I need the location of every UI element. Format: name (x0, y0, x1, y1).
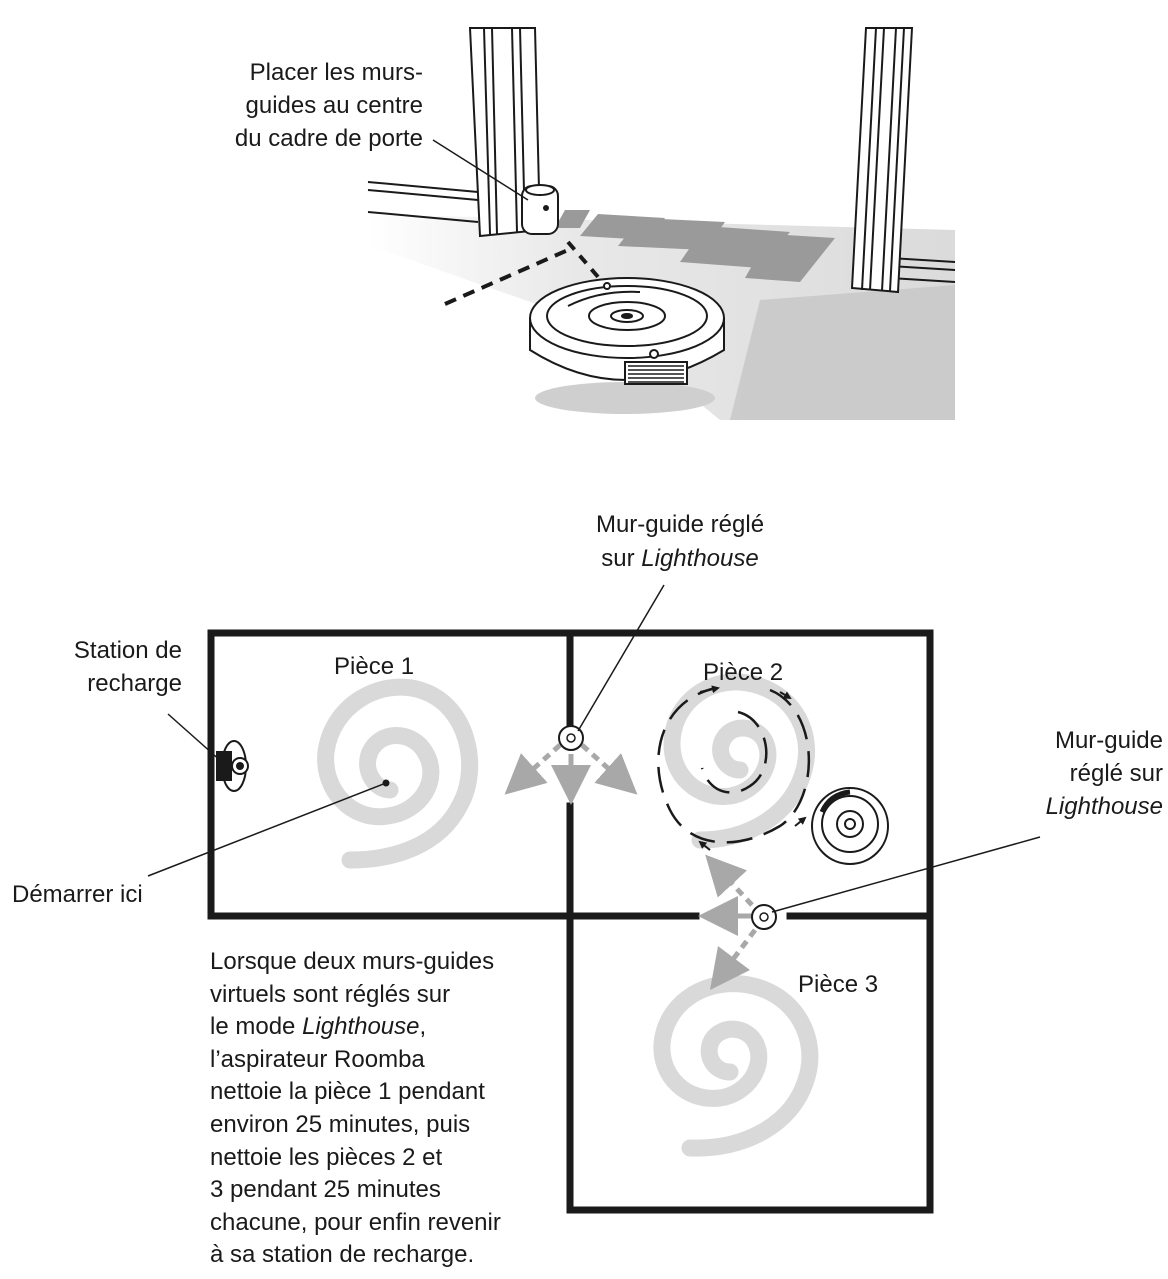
door-jamb-right (850, 27, 914, 294)
door-callout: Placer les murs- guides au centre du cad… (160, 56, 423, 155)
desc-line-6: environ 25 minutes, puis (210, 1110, 471, 1138)
arrow-left-room1 (504, 743, 562, 795)
roomba-robot-icon (529, 277, 725, 414)
desc-line-7: nettoie les pièces 2 et (210, 1143, 443, 1171)
guide-top-line-1: Mur-guide réglé (595, 511, 765, 538)
spiral-room3 (653, 975, 819, 1157)
room1-label: Pièce 1 (334, 653, 415, 680)
door-callout-line-2: guides au centre (245, 92, 423, 119)
station-label: Station de recharge (20, 634, 182, 700)
desc-line-10: à sa station de recharge. (210, 1241, 475, 1269)
leader-station (167, 713, 223, 763)
desc-line-3-mode: Lighthouse (302, 1013, 420, 1041)
arrow-up-to-room2 (705, 854, 754, 907)
floor-shading-right (730, 285, 955, 420)
guide-right-mode: Lighthouse (1045, 793, 1163, 820)
arrow-right-room2 (580, 743, 638, 795)
guide-right-line-2: réglé sur (1069, 760, 1163, 787)
guide-right-line-1: Mur-guide (1054, 727, 1163, 754)
room1-walls (207, 629, 574, 920)
lighthouse-wall-1-icon (558, 725, 584, 751)
guide-right-label: Mur-guide réglé sur Lighthouse (960, 724, 1163, 823)
guide-top-label: Mur-guide réglé sur Lighthouse (560, 508, 800, 576)
desc-line-8: 3 pendant 25 minutes (210, 1176, 441, 1204)
station-label-line-2: recharge (87, 670, 182, 697)
virtual-wall-device-icon (521, 184, 559, 235)
desc-line-4: l’aspirateur Roomba (210, 1045, 425, 1073)
station-label-line-1: Station de (73, 637, 182, 664)
floor-plan (147, 584, 1041, 1214)
leader-start (147, 782, 387, 877)
desc-line-1: Lorsque deux murs-guides (210, 948, 495, 975)
charging-station-icon (216, 740, 249, 792)
leader-guide-right (771, 836, 1041, 913)
doorway-illustration (367, 27, 956, 420)
desc-line-5: nettoie la pièce 1 pendant (210, 1078, 485, 1106)
guide-top-prefix: sur (601, 545, 642, 572)
start-label: Démarrer ici (12, 881, 143, 908)
virtual-wall-beam (555, 210, 835, 282)
desc-line-3-prefix: le mode (210, 1013, 303, 1041)
door-callout-line-3: du cadre de porte (234, 125, 423, 152)
desc-line-3-suffix: , (419, 1013, 427, 1041)
desc-line-9: chacune, pour enfin revenir (210, 1208, 501, 1236)
room2-walls (566, 629, 934, 920)
room3-walls (566, 912, 934, 1214)
description-paragraph: Lorsque deux murs-guides virtuels sont r… (210, 946, 560, 1272)
guide-top-mode: Lighthouse (641, 545, 759, 572)
lighthouse-wall-2-icon (751, 904, 777, 930)
roomba-top-view-icon (811, 787, 889, 865)
room2-label: Pièce 2 (703, 659, 784, 686)
arrow-down-room3 (710, 928, 757, 990)
door-callout-line-1: Placer les murs- (249, 59, 423, 86)
desc-line-2: virtuels sont réglés sur (210, 980, 451, 1008)
spiral-room2 (663, 673, 816, 849)
room3-label: Pièce 3 (798, 971, 879, 998)
leader-guide-top (577, 584, 665, 732)
spiral-room1 (317, 678, 479, 869)
